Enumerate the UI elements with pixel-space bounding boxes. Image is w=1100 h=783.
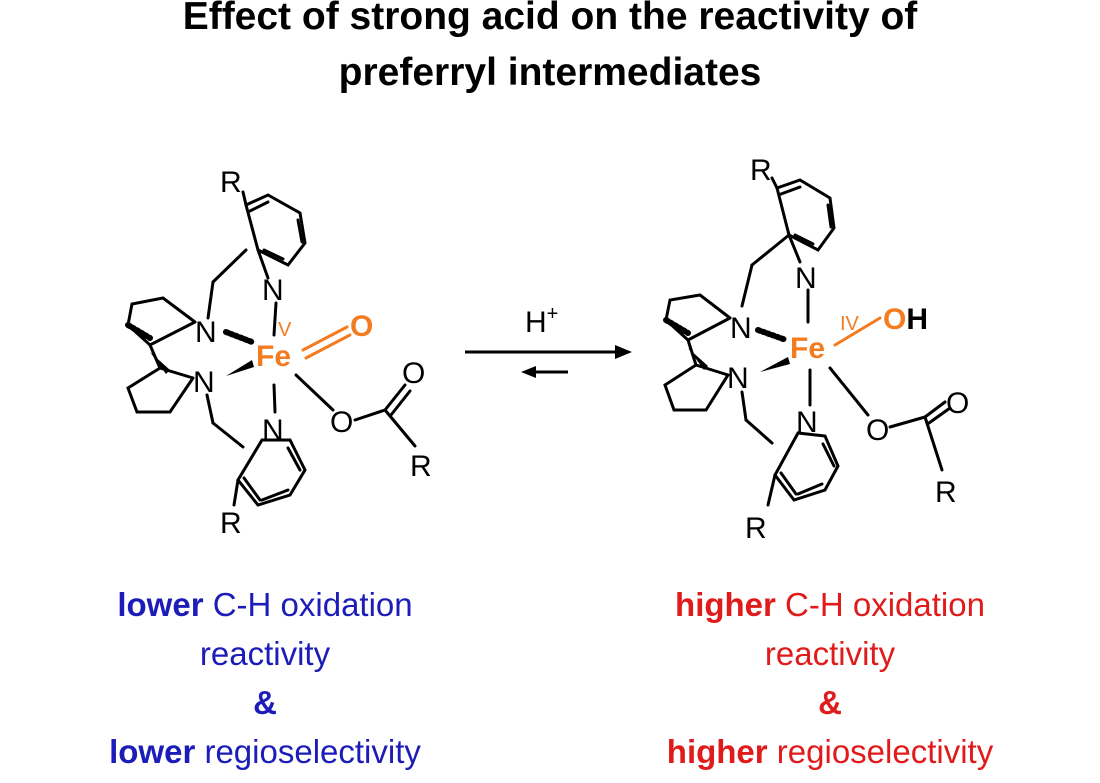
right-r-bottom: R: [745, 512, 767, 545]
right-caption-bold-1: higher: [675, 586, 776, 623]
right-caption: higher C-H oxidation reactivity & higher…: [620, 583, 1040, 774]
left-atom-labels: R N N N N R O O R: [193, 166, 432, 540]
diagram-title-line-2: preferryl intermediates: [338, 51, 762, 94]
left-caption-rest-1: C-H oxidation: [203, 586, 413, 623]
right-caption-bold-4: higher: [666, 733, 768, 770]
right-caption-line-1: higher C-H oxidation: [620, 583, 1040, 627]
right-n-pyridine-bottom: N: [796, 406, 818, 439]
left-caption-bold-4: lower: [109, 733, 196, 770]
right-caption-line-4: higher regioselectivity: [620, 730, 1040, 774]
left-oxidation-state: V: [278, 319, 292, 341]
right-o-carbonyl: O: [946, 387, 969, 420]
right-n-pyridine-top: N: [795, 262, 817, 295]
left-caption-line-4: lower regioselectivity: [60, 730, 470, 774]
left-n-pyridine-top: N: [262, 274, 284, 307]
left-o-carbonyl: O: [402, 357, 425, 390]
right-caption-rest-4: regioselectivity: [767, 733, 994, 770]
left-fe: Fe: [256, 340, 291, 373]
right-hydroxo: OH: [883, 303, 928, 336]
right-n-amine-bottom: N: [727, 362, 749, 395]
diagram-title-line-1: Effect of strong acid on the reactivity …: [182, 0, 918, 38]
right-complex: [663, 176, 952, 507]
right-caption-rest-1: C-H oxidation: [775, 586, 985, 623]
right-n-amine-top: N: [730, 312, 752, 345]
left-n-amine-bottom: N: [193, 366, 215, 399]
right-oxidation-state: IV: [840, 313, 860, 335]
right-r-top: R: [750, 154, 772, 187]
left-n-amine-top: N: [195, 316, 217, 349]
right-r-carboxylate: R: [935, 476, 957, 509]
left-upper-ring: [126, 296, 197, 347]
left-caption-line-2: reactivity: [199, 635, 331, 672]
left-metal-center: Fe V O: [256, 310, 373, 373]
left-r-top: R: [220, 166, 242, 199]
left-caption-line-1: lower C-H oxidation: [60, 583, 470, 627]
left-o-carboxylate: O: [330, 406, 353, 439]
left-r-carboxylate: R: [410, 450, 432, 483]
right-fe: Fe: [790, 332, 825, 365]
left-n-pyridine-bottom: N: [262, 414, 284, 447]
right-atom-labels: R N N N N R O O R: [727, 154, 969, 545]
left-complex: [125, 190, 417, 507]
right-upper-ring: [664, 293, 732, 342]
left-oxo: O: [350, 310, 373, 343]
left-lower-ring: [126, 366, 195, 414]
equilibrium-arrows: [465, 345, 632, 378]
arrow-label: H+: [525, 303, 558, 339]
left-caption-line-3: &: [253, 684, 277, 721]
left-caption-bold-1: lower: [117, 586, 204, 623]
left-r-bottom: R: [220, 507, 242, 540]
left-caption-rest-4: regioselectivity: [195, 733, 421, 770]
right-metal-center: Fe IV OH: [790, 303, 928, 365]
right-caption-line-3: &: [818, 684, 842, 721]
right-lower-ring: [663, 363, 730, 412]
right-caption-line-2: reactivity: [764, 635, 896, 672]
right-o-carboxylate: O: [866, 414, 889, 447]
left-caption: lower C-H oxidation reactivity & lower r…: [60, 583, 470, 774]
